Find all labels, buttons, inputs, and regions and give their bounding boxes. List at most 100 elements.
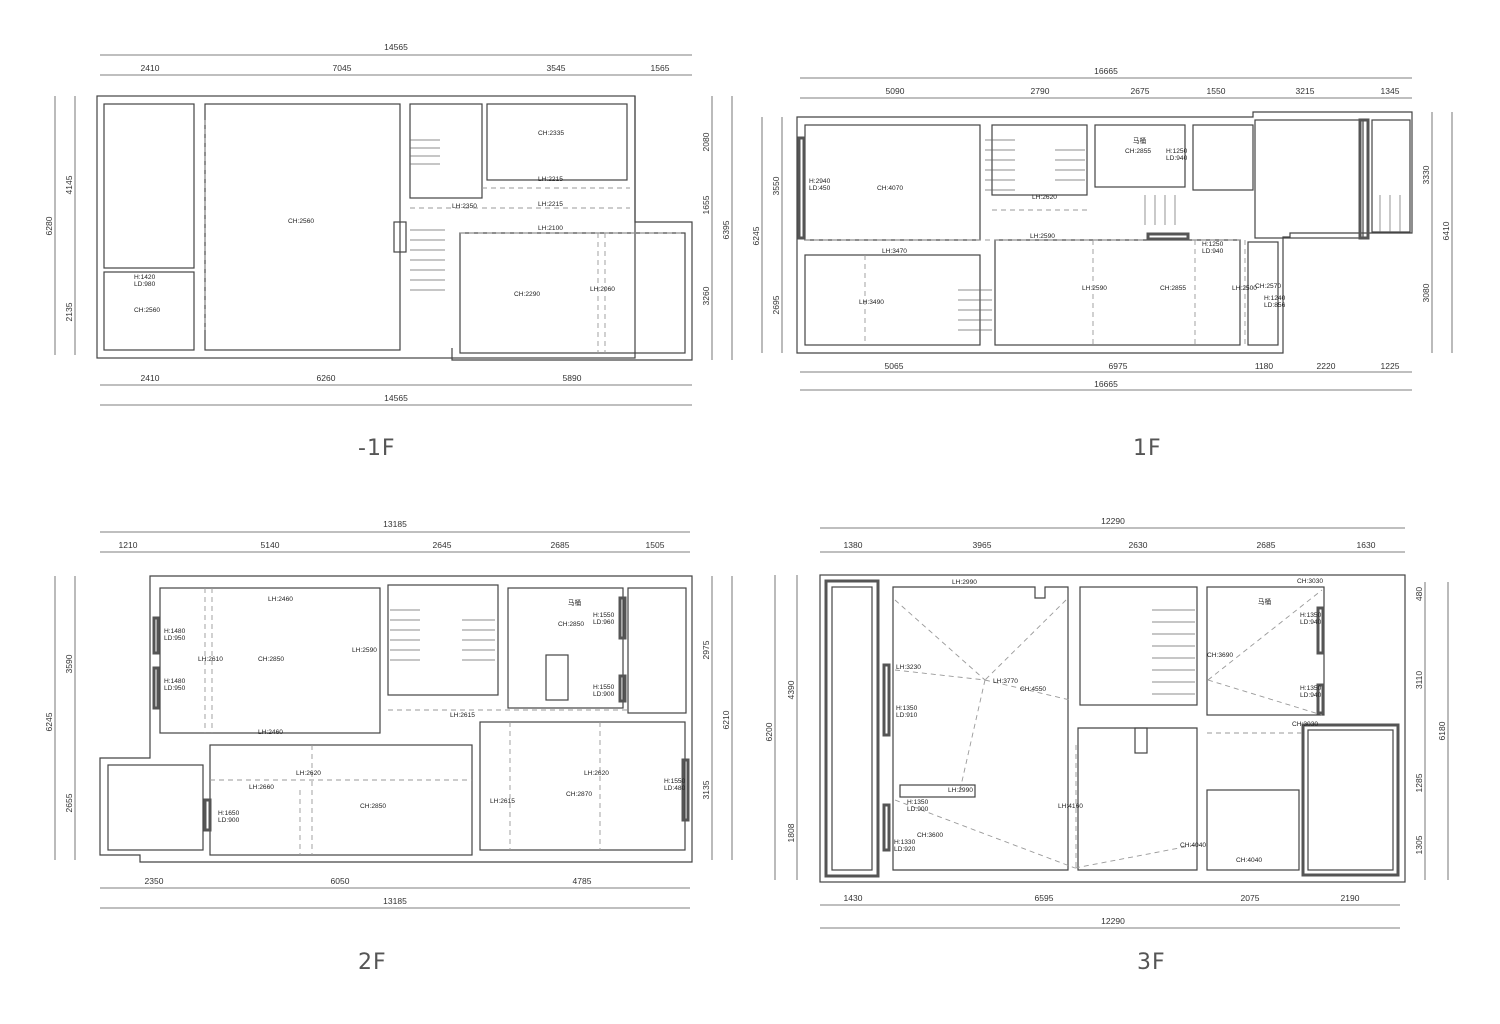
room-label: LD:940 <box>1300 692 1322 699</box>
room-label: LD:960 <box>593 619 615 626</box>
room-label: 马桶 <box>1133 136 1147 145</box>
dim-top-total: 16665 <box>1094 66 1118 76</box>
room-label: LH:3470 <box>882 248 907 255</box>
dim-bottom: 6260 <box>317 373 336 383</box>
dim-right: 2975 <box>701 640 711 659</box>
dim-top: 1565 <box>651 63 670 73</box>
floor-label-1f: 1F <box>1133 436 1162 461</box>
floor-label-b1: -1F <box>358 436 396 461</box>
dim-bottom: 2410 <box>141 373 160 383</box>
floor-label-2f: 2F <box>358 950 387 975</box>
room-label: LH:4160 <box>1058 803 1083 810</box>
room-label: LH:2100 <box>538 225 563 232</box>
room-label: LH:2215 <box>538 201 563 208</box>
dim-bottom: 2075 <box>1241 893 1260 903</box>
room-label: LD:950 <box>164 635 186 642</box>
dim-bottom: 1225 <box>1381 361 1400 371</box>
room-label: LH:3490 <box>859 299 884 306</box>
room-label: H:1650 <box>218 810 240 817</box>
dim-bottom: 1180 <box>1255 361 1274 371</box>
room-label: CH:3030 <box>1297 578 1323 585</box>
room-label: LH:2615 <box>450 712 475 719</box>
dim-top: 3215 <box>1296 86 1315 96</box>
room-label: LH:2660 <box>249 784 274 791</box>
room-label: LD:980 <box>134 281 156 288</box>
room-label: LD:920 <box>894 846 916 853</box>
room-label: CH:3690 <box>1207 652 1233 659</box>
dim-right: 3135 <box>701 780 711 799</box>
room-label: H:1550 <box>593 684 615 691</box>
dim-bottom: 5065 <box>885 361 904 371</box>
room-label: LH:2500 <box>1232 285 1257 292</box>
room-label: CH:2850 <box>258 656 284 663</box>
room-label: LH:2060 <box>590 286 615 293</box>
dim-left: 3590 <box>64 654 74 673</box>
room-label: CH:2855 <box>1125 148 1151 155</box>
dim-top: 2675 <box>1131 86 1150 96</box>
dim-right: 2080 <box>701 132 711 151</box>
dim-top: 1210 <box>119 540 138 550</box>
dim-top: 5140 <box>261 540 280 550</box>
room-label: H:1350 <box>896 705 918 712</box>
dim-bottom: 1430 <box>844 893 863 903</box>
dim-top-total: 14565 <box>384 42 408 52</box>
dim-top: 2630 <box>1129 540 1148 550</box>
room-label: H:1250 <box>1202 241 1224 248</box>
dim-right: 3110 <box>1414 671 1424 690</box>
dim-right-total: 6395 <box>721 220 731 239</box>
dim-right: 3260 <box>701 286 711 305</box>
dim-right: 3330 <box>1421 165 1431 184</box>
dim-left-total: 6280 <box>44 216 54 235</box>
dim-top: 1380 <box>844 540 863 550</box>
room-label: H:1350 <box>1300 612 1322 619</box>
dim-top: 7045 <box>333 63 352 73</box>
room-label: LH:2460 <box>268 596 293 603</box>
room-label: CH:4040 <box>1236 857 1262 864</box>
dim-top: 1630 <box>1357 540 1376 550</box>
room-label: LD:940 <box>1202 248 1224 255</box>
dim-right-total: 6410 <box>1441 221 1451 240</box>
dim-left: 2655 <box>64 793 74 812</box>
room-label: CH:2870 <box>566 791 592 798</box>
room-label: CH:2560 <box>288 218 314 225</box>
dim-left: 4145 <box>64 175 74 194</box>
dim-right: 1655 <box>701 195 711 214</box>
dim-top: 2685 <box>551 540 570 550</box>
dim-top: 2790 <box>1031 86 1050 96</box>
room-label: LH:2620 <box>1032 194 1057 201</box>
room-label: LD:950 <box>164 685 186 692</box>
room-label: H:1250 <box>1166 148 1188 155</box>
dim-left: 4390 <box>786 680 796 699</box>
room-label: H:1480 <box>164 678 186 685</box>
plan-3f: 12290 1380 3965 2630 2685 1630 <box>764 516 1449 929</box>
room-label: 马桶 <box>568 598 582 607</box>
dim-left-total: 6200 <box>764 722 774 741</box>
dim-bottom: 6050 <box>331 876 350 886</box>
room-label: CH:2850 <box>360 803 386 810</box>
room-label: LH:2990 <box>948 787 973 794</box>
floor-label-3f: 3F <box>1137 950 1166 975</box>
dim-right: 1285 <box>1414 773 1424 792</box>
room-label: CH:2855 <box>1160 285 1186 292</box>
room-label: H:1350 <box>907 799 929 806</box>
room-label: H:1240 <box>1264 295 1286 302</box>
room-label: CH:2335 <box>538 130 564 137</box>
room-label: LH:3770 <box>993 678 1018 685</box>
dim-right: 3080 <box>1421 283 1431 302</box>
room-label: CH:2850 <box>558 621 584 628</box>
room-label: LH:2590 <box>1030 233 1055 240</box>
dim-top: 1505 <box>646 540 665 550</box>
dim-right-total: 6210 <box>721 710 731 729</box>
plan-1f: 16665 5090 2790 2675 1550 3215 1345 <box>751 66 1453 391</box>
room-label: CH:2560 <box>134 307 160 314</box>
room-label: LH:2590 <box>1082 285 1107 292</box>
dim-bottom-total: 13185 <box>383 896 407 906</box>
room-label: LD:450 <box>809 185 831 192</box>
room-label: LD:900 <box>907 806 929 813</box>
room-label: H:1350 <box>1300 685 1322 692</box>
dim-left: 2695 <box>771 295 781 314</box>
dim-top: 3545 <box>547 63 566 73</box>
room-label: CH:4040 <box>1180 842 1206 849</box>
room-label: LH:3230 <box>896 664 921 671</box>
